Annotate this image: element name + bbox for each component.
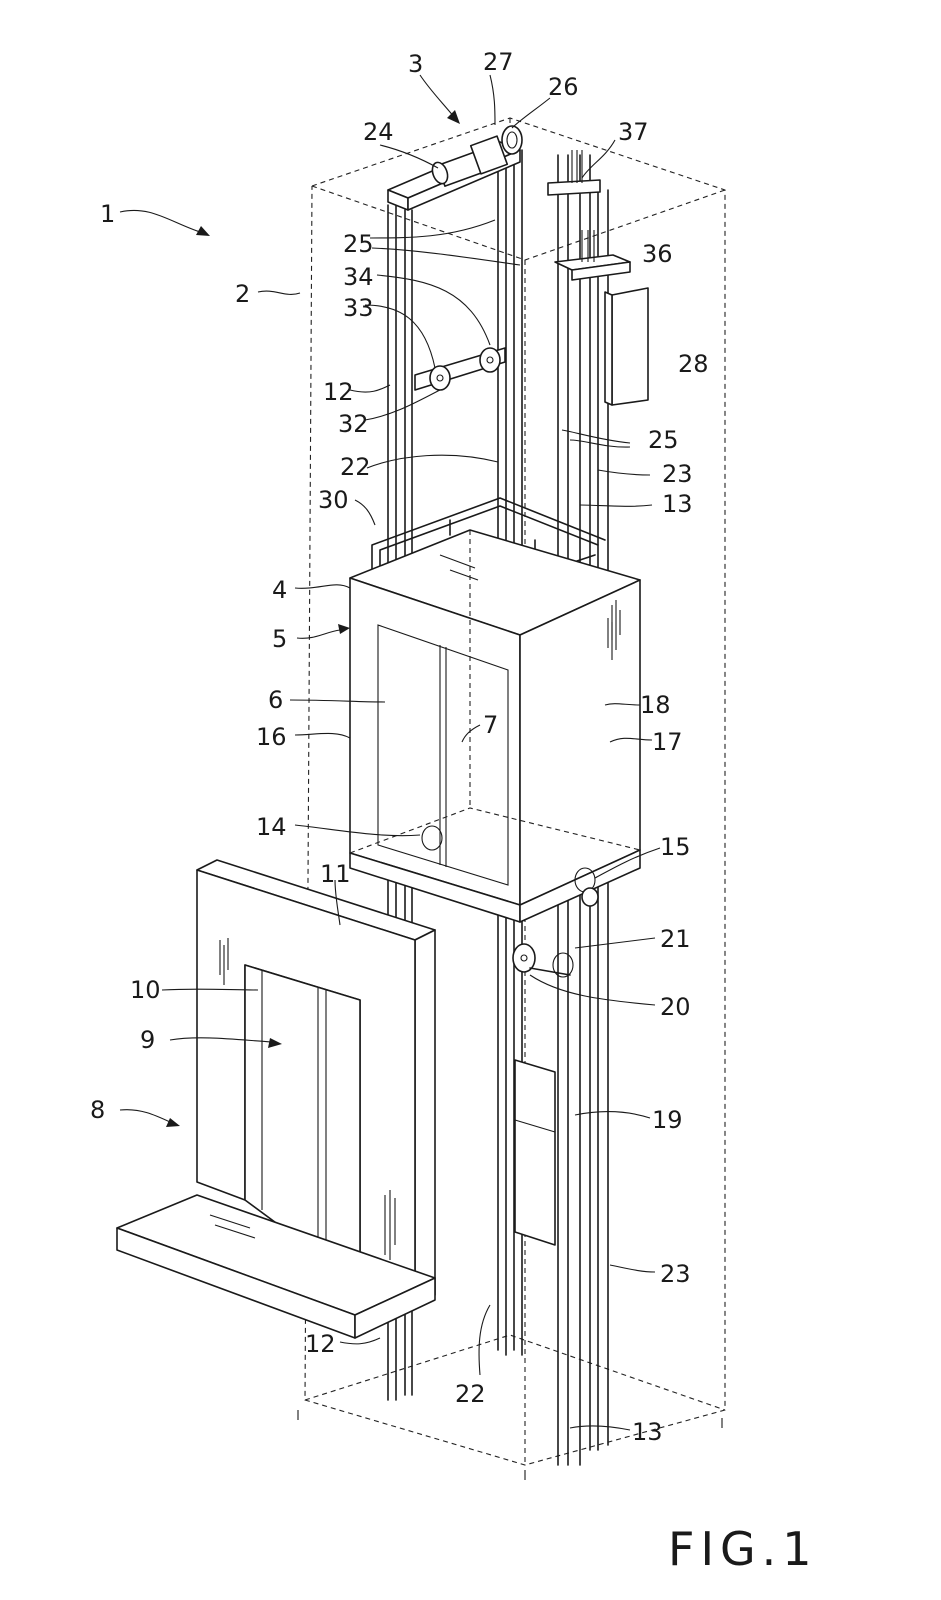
label-2: 2 bbox=[235, 280, 250, 308]
label-14: 14 bbox=[256, 813, 287, 841]
label-22-top: 22 bbox=[340, 453, 371, 481]
label-12-top: 12 bbox=[323, 378, 354, 406]
hitch-37 bbox=[547, 150, 601, 196]
label-22-bottom: 22 bbox=[455, 1380, 486, 1408]
label-20: 20 bbox=[660, 993, 691, 1021]
label-30: 30 bbox=[318, 486, 349, 514]
label-21: 21 bbox=[660, 925, 691, 953]
label-25-right: 25 bbox=[648, 426, 679, 454]
label-7: 7 bbox=[483, 711, 498, 739]
label-34: 34 bbox=[343, 263, 374, 291]
drive-sheave bbox=[501, 125, 523, 155]
car-body bbox=[349, 529, 641, 923]
label-27: 27 bbox=[483, 48, 514, 76]
label-26: 26 bbox=[548, 73, 579, 101]
label-25-top: 25 bbox=[343, 230, 374, 258]
label-36: 36 bbox=[642, 240, 673, 268]
figure-label: FIG.1 bbox=[668, 1522, 818, 1576]
label-9: 9 bbox=[140, 1026, 155, 1054]
car-sheave-14 bbox=[421, 825, 443, 851]
shading-marks bbox=[209, 554, 621, 1260]
label-16: 16 bbox=[256, 723, 287, 751]
label-13-bottom: 13 bbox=[632, 1418, 663, 1446]
label-33: 33 bbox=[343, 294, 374, 322]
label-8: 8 bbox=[90, 1096, 105, 1124]
label-12-bottom: 12 bbox=[305, 1330, 336, 1358]
motor bbox=[431, 135, 509, 187]
label-3: 3 bbox=[408, 50, 423, 78]
control-panel bbox=[604, 287, 649, 406]
label-24: 24 bbox=[363, 118, 394, 146]
label-6: 6 bbox=[268, 686, 283, 714]
label-17: 17 bbox=[652, 728, 683, 756]
counterweight-sheave bbox=[512, 943, 574, 978]
label-4: 4 bbox=[272, 576, 287, 604]
reference-labels: 1 2 3 27 26 37 24 25 36 34 33 28 12 32 2… bbox=[90, 48, 709, 1446]
pulley-beam bbox=[414, 347, 506, 391]
label-10: 10 bbox=[130, 976, 161, 1004]
counterweight bbox=[514, 1059, 556, 1246]
label-37: 37 bbox=[618, 118, 649, 146]
label-13-top: 13 bbox=[662, 490, 693, 518]
label-5: 5 bbox=[272, 625, 287, 653]
landing bbox=[116, 859, 436, 1339]
label-15: 15 bbox=[660, 833, 691, 861]
label-28: 28 bbox=[678, 350, 709, 378]
label-23-bottom: 23 bbox=[660, 1260, 691, 1288]
car-sheave-15 bbox=[574, 867, 599, 907]
label-32: 32 bbox=[338, 410, 369, 438]
label-11: 11 bbox=[320, 860, 351, 888]
hitch-36 bbox=[554, 230, 631, 281]
label-18: 18 bbox=[640, 691, 671, 719]
label-1: 1 bbox=[100, 200, 115, 228]
label-23-top: 23 bbox=[662, 460, 693, 488]
leader-lines bbox=[119, 74, 661, 1431]
label-19: 19 bbox=[652, 1106, 683, 1134]
